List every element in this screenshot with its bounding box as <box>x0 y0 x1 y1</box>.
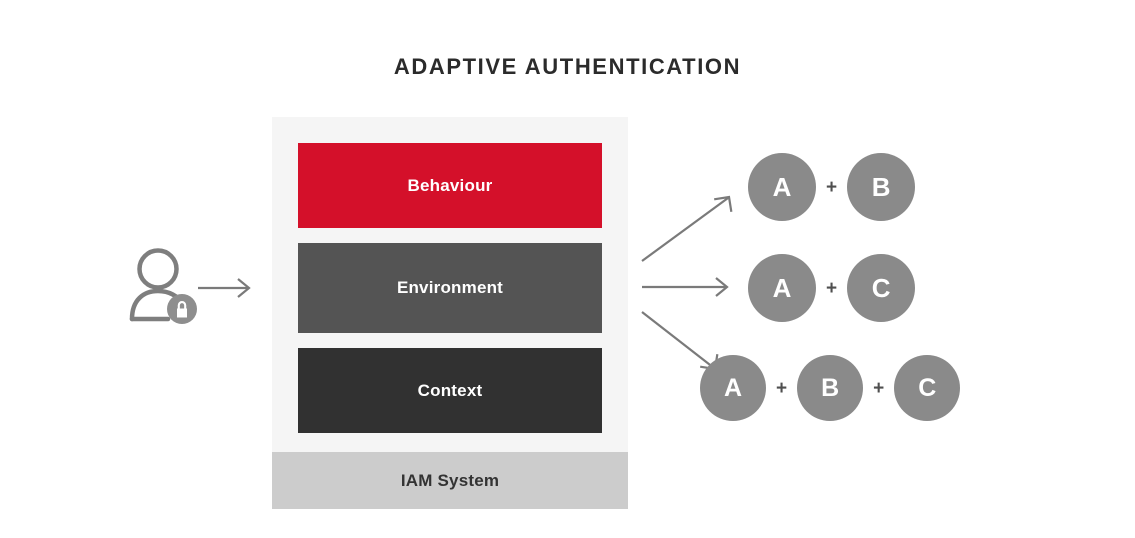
layer-environment[interactable]: Environment <box>298 243 602 333</box>
factor-label: C <box>918 373 937 402</box>
factor-label: A <box>772 171 792 202</box>
factor-label: B <box>871 171 891 202</box>
factor-label: A <box>723 373 743 402</box>
layer-behaviour-label: Behaviour <box>407 175 493 195</box>
outcome-row-2: A + C <box>748 254 916 322</box>
factor-bubble-b[interactable]: B <box>847 153 916 221</box>
flow-arrows <box>641 195 733 371</box>
factor-bubble-b[interactable]: B <box>797 355 864 421</box>
user-lock-icon <box>128 248 206 324</box>
iam-system-label: IAM System <box>400 470 500 490</box>
plus-separator: + <box>776 377 788 399</box>
layer-context-label: Context <box>417 380 483 400</box>
factor-bubble-a[interactable]: A <box>748 254 816 322</box>
arrow-right-icon <box>642 277 729 297</box>
plus-separator: + <box>826 176 838 198</box>
outcome-row-1: A + B <box>748 153 916 221</box>
layer-behaviour[interactable]: Behaviour <box>298 143 602 228</box>
factor-label: B <box>821 373 840 402</box>
plus-separator: + <box>826 277 838 299</box>
adaptive-factor-stack: Behaviour Environment Context <box>272 117 628 452</box>
factor-label: A <box>772 272 792 303</box>
arrow-up-right-icon <box>641 195 733 262</box>
factor-bubble-a[interactable]: A <box>700 355 766 421</box>
factor-bubble-c[interactable]: C <box>847 254 916 322</box>
factor-bubble-c[interactable]: C <box>894 355 961 421</box>
plus-separator: + <box>873 377 885 399</box>
layer-context[interactable]: Context <box>298 348 602 433</box>
arrow-right-icon <box>198 272 254 304</box>
factor-bubble-a[interactable]: A <box>748 153 816 221</box>
factor-label: C <box>871 272 891 303</box>
outcome-row-3: A + B + C <box>700 355 961 421</box>
layer-environment-label: Environment <box>396 278 504 297</box>
page-title: ADAPTIVE AUTHENTICATION <box>393 54 742 79</box>
iam-system-bar[interactable]: IAM System <box>272 452 628 509</box>
